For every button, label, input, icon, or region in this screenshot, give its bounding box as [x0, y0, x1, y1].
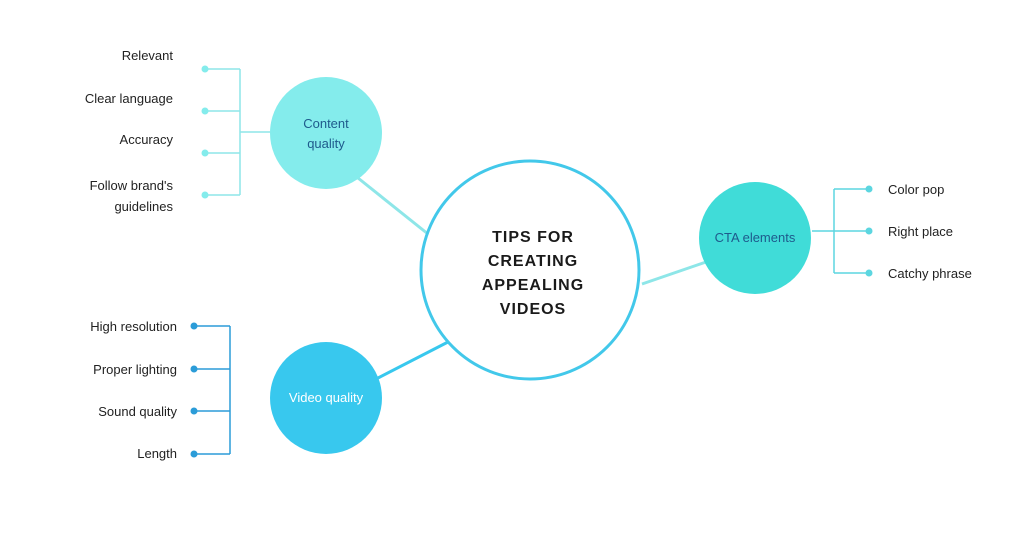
video-item-length: Length	[137, 446, 177, 461]
content-item-brand-guidelines-line: guidelines	[114, 199, 173, 214]
center-title-line: APPEALING	[481, 277, 585, 294]
content-bullets	[201, 65, 209, 199]
content-bullet	[201, 149, 209, 157]
content-quality-label-line: Content	[303, 116, 349, 131]
center-node	[419, 159, 641, 381]
video-bullet	[190, 322, 198, 330]
cta-item-catchy-phrase: Catchy phrase	[888, 266, 972, 281]
content-quality-label: Content quality	[276, 114, 376, 154]
video-bullet	[190, 365, 198, 373]
video-bracket	[194, 325, 231, 455]
cta-item-color-pop: Color pop	[888, 182, 945, 197]
video-quality-node	[270, 342, 382, 454]
video-item-high-resolution: High resolution	[90, 319, 177, 334]
content-item-accuracy: Accuracy	[119, 132, 173, 147]
cta-elements-label: CTA elements	[714, 230, 796, 245]
cta-elements-node	[699, 182, 811, 294]
video-item-sound-quality: Sound quality	[98, 404, 177, 419]
video-bullet	[190, 450, 198, 458]
content-item-clear-language: Clear language	[84, 91, 173, 106]
video-bullet	[190, 407, 198, 415]
connector-cta	[641, 260, 707, 286]
content-bullet	[201, 107, 209, 115]
video-quality-label: Video quality	[288, 390, 364, 405]
cta-bullet	[865, 269, 873, 277]
content-bullet	[201, 191, 209, 199]
content-quality-label-line: quality	[307, 136, 345, 151]
video-bullets	[190, 322, 198, 458]
cta-bullets	[865, 185, 873, 277]
connector-video	[377, 340, 449, 380]
center-title: TIPS FOR CREATING APPEALING VIDEOS	[440, 226, 626, 322]
center-title-line: VIDEOS	[499, 301, 567, 318]
content-item-relevant: Relevant	[121, 48, 173, 63]
center-title-line: TIPS FOR	[492, 229, 574, 246]
video-item-proper-lighting: Proper lighting	[93, 362, 177, 377]
content-quality-node	[270, 77, 382, 189]
content-item-brand-guidelines-line: Follow brand's	[89, 178, 173, 193]
cta-item-right-place: Right place	[888, 224, 954, 239]
content-bracket	[205, 68, 270, 196]
content-bullet	[201, 65, 209, 73]
cta-bracket	[812, 188, 869, 274]
cta-bullet	[865, 185, 873, 193]
center-title-line: CREATING	[487, 253, 579, 270]
connector-content	[357, 176, 429, 236]
content-item-brand-guidelines: Follow brand's guidelines	[90, 175, 173, 217]
cta-bullet	[865, 227, 873, 235]
